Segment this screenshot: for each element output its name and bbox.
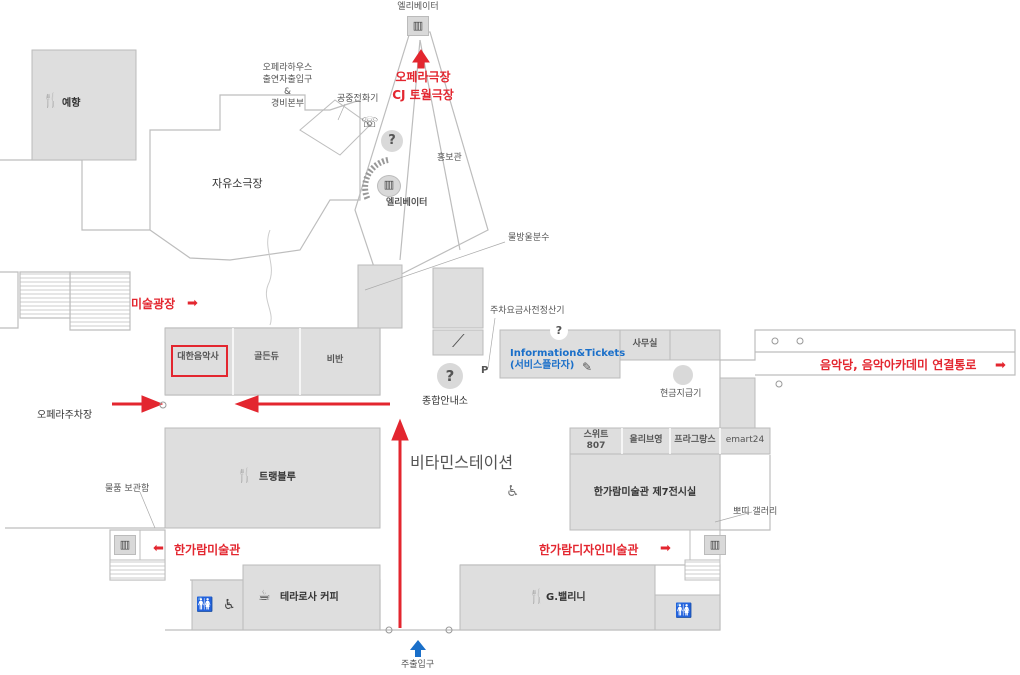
- art-plaza-label[interactable]: 미술광장: [131, 297, 176, 311]
- hangaram-design-label[interactable]: 한가람디자인미술관: [539, 543, 639, 557]
- ppotti-gallery-label: 뽀띠 갤러리: [733, 507, 778, 517]
- music-hall-link-label[interactable]: 음악당, 음악아카데미 연결통로: [820, 358, 977, 372]
- room-exhibit-7: [569, 453, 721, 531]
- fragrance-label[interactable]: 프라그랑스: [674, 435, 716, 445]
- vitamin-station-label: 비타민스테이션: [410, 453, 514, 472]
- security-office-label: 경비본부: [270, 99, 305, 109]
- restroom-icon: 🚻: [675, 603, 693, 619]
- route-arrows: [112, 49, 430, 628]
- selected-shop-highlight: [171, 345, 228, 377]
- room-tranbleu: [164, 427, 381, 529]
- atm-label: 현금지급기: [660, 389, 702, 399]
- route-arrow-right: [141, 395, 164, 413]
- ticket-icon: ✎: [582, 360, 593, 374]
- route-arrow-up: [391, 418, 409, 441]
- olive-young-label[interactable]: 올리브영: [629, 435, 663, 445]
- question-icon: ?: [550, 322, 568, 340]
- question-icon: ?: [381, 130, 403, 152]
- spiral-stair: [362, 157, 389, 202]
- leader-lines: [139, 103, 753, 529]
- phone-icon: ☏: [361, 115, 379, 131]
- room-shops-row: [164, 327, 381, 396]
- room-restroom-left: [191, 579, 244, 631]
- wheelchair-icon: ♿: [223, 597, 236, 613]
- opera-house-entry-label: 오페라하우스: [262, 63, 313, 73]
- fork-knife-icon: 🍴: [42, 93, 60, 109]
- parking-p-label: P: [481, 365, 489, 376]
- rooms: [31, 49, 771, 631]
- room-pillar-right: [432, 267, 484, 329]
- free-theater-label[interactable]: 자유소극장: [212, 177, 263, 190]
- info-center-label: 종합안내소: [422, 396, 468, 407]
- escalator-icon: ⟋: [452, 331, 465, 352]
- terrarosa-label[interactable]: 테라로사 커피: [280, 592, 339, 603]
- fork-knife-icon: 🍴: [528, 589, 546, 605]
- parking-prepay-label: 주차요금사전정산기: [490, 306, 565, 316]
- atm-icon: [673, 365, 693, 385]
- opera-parking-label[interactable]: 오페라주차장: [37, 410, 93, 421]
- room-office: [619, 329, 671, 361]
- water-fountain-label: 물방울분수: [508, 233, 550, 243]
- wheelchair-icon: ♿: [506, 482, 520, 500]
- locker-label: 물품 보관함: [105, 484, 150, 494]
- arrow-right-icon: ➡: [187, 296, 198, 311]
- elevator-mid-label: 엘리베이터: [386, 198, 428, 208]
- restroom-icon: 🚻: [196, 597, 214, 613]
- main-entrance-label[interactable]: 주출입구: [401, 660, 435, 670]
- door-markers: [159, 337, 804, 634]
- daehan-music-label[interactable]: 대한음악사: [177, 352, 219, 362]
- tranbleu-label[interactable]: 트랭블루: [259, 472, 296, 483]
- question-icon: ?: [437, 363, 463, 389]
- pr-hall-label: 홍보관: [437, 153, 462, 163]
- route-arrow-left: [234, 395, 259, 413]
- service-plaza-label[interactable]: (서비스플라자): [510, 360, 575, 371]
- elevator-icon: ▥: [704, 535, 726, 555]
- arrow-right-icon: ➡: [995, 358, 1006, 373]
- golden-dew-label[interactable]: 골든듀: [254, 352, 279, 362]
- cj-towol-label[interactable]: CJ 토월극장: [392, 88, 454, 102]
- room-dividers: [232, 328, 721, 454]
- wavy-path: [265, 229, 272, 326]
- elevator-icon: ▥: [407, 16, 429, 36]
- opera-theater-label[interactable]: 오페라극장: [395, 70, 451, 84]
- room-terrarosa: [242, 564, 381, 631]
- room-escalator: [432, 329, 484, 356]
- g-valley-label[interactable]: G.밸리니: [546, 592, 586, 603]
- room-office-2: [669, 329, 721, 361]
- office-label: 사무실: [632, 339, 658, 349]
- service-boxes: [109, 99, 721, 581]
- entrance-arrow-icon: [410, 640, 426, 657]
- elevator-icon: ▥: [377, 175, 401, 197]
- room-restroom-right: [654, 594, 721, 631]
- coffee-cup-icon: ☕: [258, 588, 271, 604]
- yehyang-label[interactable]: 예향: [62, 98, 81, 109]
- arrow-left-icon: ⬅: [153, 541, 164, 556]
- elevator-top-label: 엘리베이터: [397, 2, 439, 12]
- exhibit-7-label[interactable]: 한가람미술관 제7전시실: [593, 487, 697, 498]
- biban-label[interactable]: 비반: [326, 355, 344, 365]
- info-tickets-label[interactable]: Information&Tickets: [510, 348, 626, 359]
- public-phone-label: 공중전화기: [337, 94, 379, 104]
- room-g-valley: [459, 564, 656, 631]
- ampersand-label: &: [283, 87, 292, 97]
- performer-entry-label: 출연자출입구: [262, 75, 313, 85]
- route-arrow-opera: [412, 49, 430, 69]
- fork-knife-icon: 🍴: [236, 468, 254, 484]
- arrow-right-icon: ➡: [660, 541, 671, 556]
- sweet-807-label[interactable]: 스위트 807: [583, 430, 609, 451]
- room-pillar-left: [357, 264, 403, 329]
- hangaram-art-label[interactable]: 한가람미술관: [174, 543, 241, 557]
- room-yehyang: [31, 49, 137, 161]
- elevator-icon: ▥: [114, 535, 136, 555]
- emart24-label[interactable]: emart24: [725, 435, 765, 445]
